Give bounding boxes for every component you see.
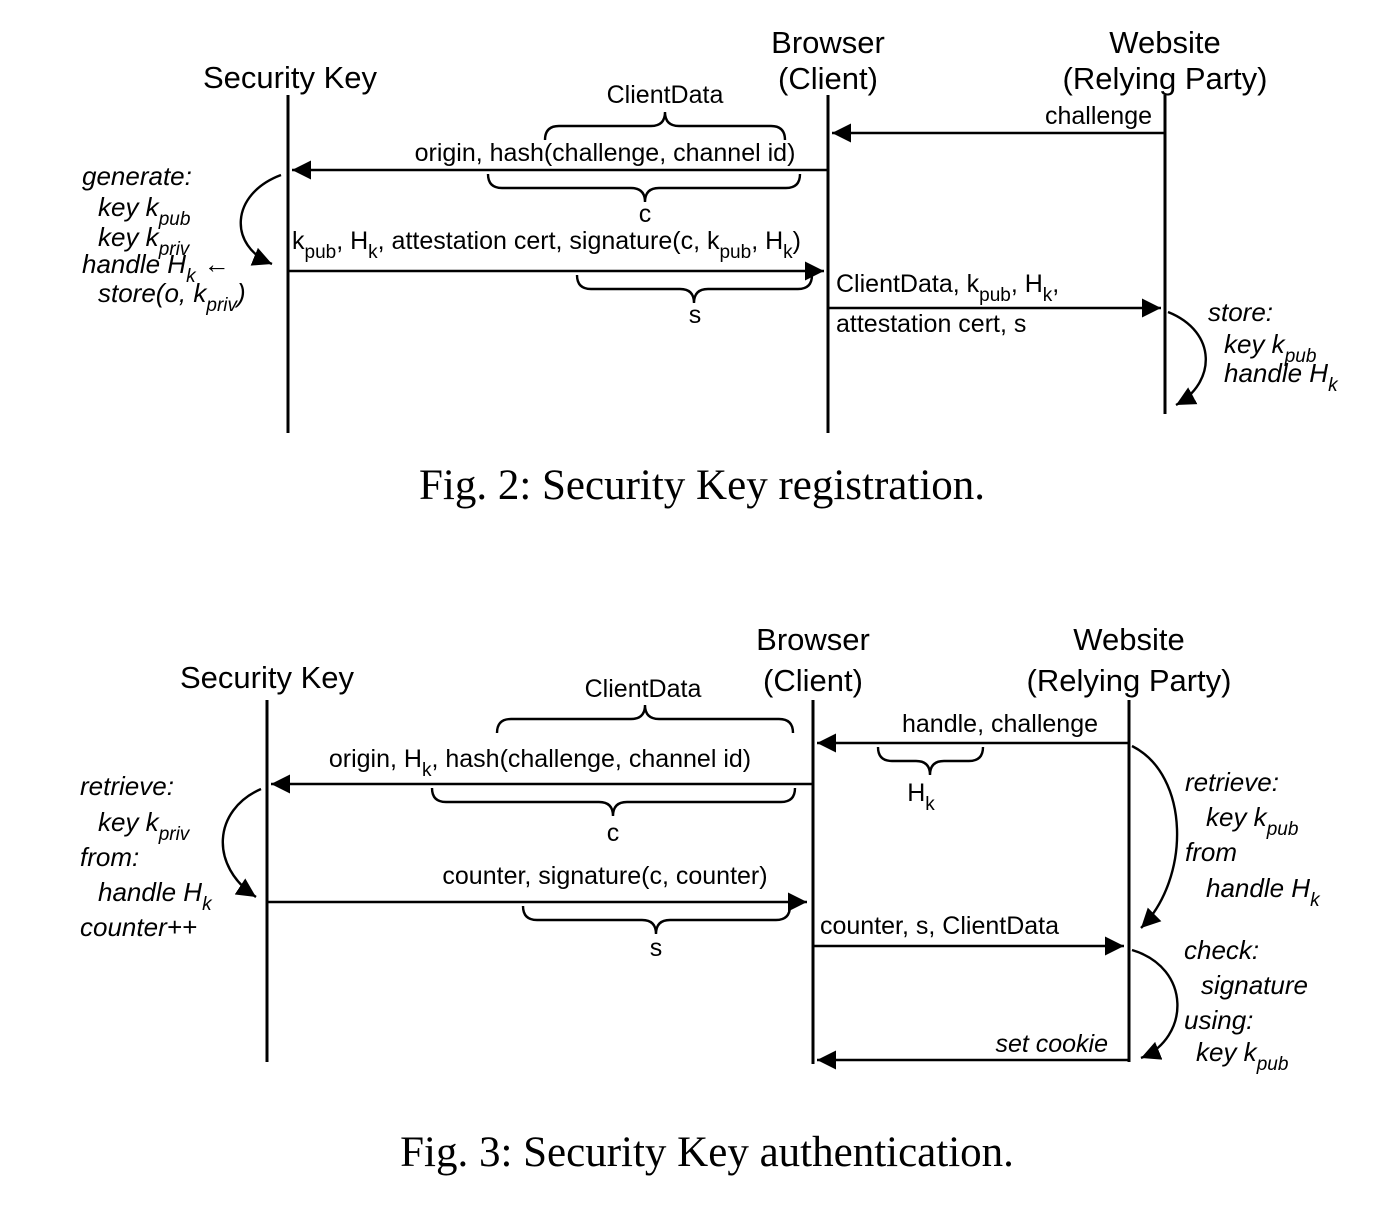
fig3-c-underbrace	[430, 787, 797, 817]
fig3-sk-note-line4: handle Hk	[98, 877, 213, 915]
fig3-ws-check-line1: check:	[1184, 935, 1259, 965]
fig2-security-key-self-arc	[239, 173, 282, 266]
fig3-msg-counter-sig-label: counter, signature(c, counter)	[442, 862, 767, 890]
fig3-actor-website-sub: (Relying Party)	[1027, 663, 1232, 698]
fig3-c-label: c	[607, 819, 620, 847]
fig2-msg-attestation-label: kpub, Hk, attestation cert, signature(c,…	[292, 227, 801, 263]
fig3-actor-security-key: Security Key	[180, 660, 355, 695]
fig3-clientdata-brace-label: ClientData	[585, 675, 702, 703]
fig2-msg-to-website-line1: ClientData, kpub, Hk,	[836, 270, 1059, 306]
fig3-ws-check-line3: using:	[1184, 1005, 1253, 1035]
fig3-sk-note-line3: from:	[80, 842, 139, 872]
fig3-s-underbrace	[521, 905, 792, 935]
fig3-msg-origin-label: origin, Hk, hash(challenge, channel id)	[329, 745, 751, 781]
fig2-actor-website-sub: (Relying Party)	[1063, 61, 1268, 96]
fig2-website-self-arc	[1167, 310, 1207, 407]
fig3-s-label: s	[650, 934, 663, 962]
fig2-clientdata-brace-label: ClientData	[607, 81, 724, 109]
fig2-msg-to-website-line2: attestation cert, s	[836, 310, 1026, 338]
fig2-actor-browser-sub: (Client)	[778, 61, 878, 96]
fig3-security-key-self-arc	[221, 787, 262, 899]
fig2-c-label: c	[639, 200, 652, 228]
fig2-ws-note-line1: store:	[1208, 297, 1273, 327]
fig2-clientdata-overbrace	[543, 111, 787, 141]
fig3-ws-check-line2: signature	[1201, 970, 1308, 1000]
fig2-ws-note-line2: key kpub	[1224, 329, 1316, 367]
fig2-actor-website: Website	[1109, 25, 1220, 60]
fig3-website-retrieve-arc	[1131, 744, 1179, 929]
fig3-hk-label: Hk	[907, 779, 935, 815]
fig2-msg-challenge-label: challenge	[1045, 102, 1152, 130]
fig3-ws-retrieve-line4: handle Hk	[1206, 873, 1321, 911]
fig2-caption: Fig. 2: Security Key registration.	[419, 462, 985, 509]
fig3-ws-retrieve-line1: retrieve:	[1185, 767, 1279, 797]
fig3-sk-note-line2: key kpriv	[98, 807, 191, 845]
fig2-sk-note-line3: key kpriv	[98, 222, 191, 260]
fig3-actor-browser-sub: (Client)	[763, 663, 863, 698]
fig3-msg-set-cookie-label: set cookie	[995, 1030, 1108, 1058]
fig2-s-underbrace	[575, 274, 814, 304]
fig2-s-label: s	[689, 301, 702, 329]
fig2-actor-browser: Browser	[771, 25, 885, 60]
fig3-ws-retrieve-line3: from	[1185, 837, 1237, 867]
fig3-website-check-arc	[1131, 948, 1179, 1060]
fig3-hk-underbrace	[876, 746, 985, 776]
fig2-msg-origin-hash-label: origin, hash(challenge, channel id)	[415, 139, 796, 167]
fig3-sk-note-line5: counter++	[80, 912, 197, 942]
fig2-sk-note-line4: handle Hk←	[82, 249, 230, 287]
fig3-ws-retrieve-line2: key kpub	[1206, 802, 1298, 840]
figure-3-authentication: Security Key Browser (Client) Website (R…	[80, 622, 1321, 1176]
fig2-actor-security-key: Security Key	[203, 60, 378, 95]
fig2-sk-note-line5: store(o, kpriv)	[98, 278, 246, 316]
fig2-ws-note-line3: handle Hk	[1224, 358, 1339, 396]
fig3-sk-note-line1: retrieve:	[80, 771, 174, 801]
fig3-msg-counter-s-clientdata-label: counter, s, ClientData	[820, 912, 1059, 940]
fig2-sk-note-line2: key kpub	[98, 192, 190, 230]
fig3-clientdata-overbrace	[495, 704, 795, 734]
figure-2-registration: Security Key Browser (Client) Website (R…	[82, 25, 1339, 509]
fig2-c-underbrace	[486, 173, 802, 203]
fig2-sk-note-line1: generate:	[82, 161, 192, 191]
fig3-caption: Fig. 3: Security Key authentication.	[400, 1129, 1014, 1176]
fig3-ws-check-line4: key kpub	[1196, 1037, 1288, 1075]
fig3-actor-website: Website	[1073, 622, 1184, 657]
fig3-actor-browser: Browser	[756, 622, 870, 657]
fig3-msg-handle-challenge-label: handle, challenge	[902, 710, 1098, 738]
